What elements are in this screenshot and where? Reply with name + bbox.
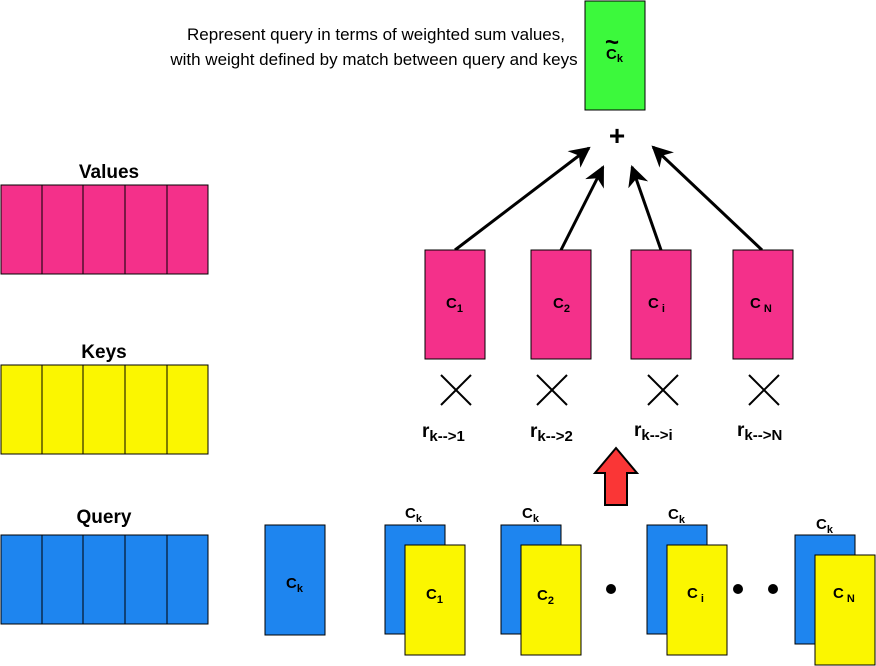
arrow-2 — [559, 165, 605, 251]
ellipsis-dot — [733, 584, 743, 594]
values-row — [0, 184, 209, 275]
values-label: Values — [79, 162, 139, 183]
pair-query-label: Ck — [668, 506, 686, 526]
pair-key-label: C1 — [426, 586, 443, 606]
ellipsis-dot — [606, 584, 616, 594]
pair-query-label: Ck — [405, 505, 423, 525]
caption-line-1: Represent query in terms of weighted sum… — [187, 25, 565, 44]
multiply-icon — [536, 374, 568, 406]
weighted-box-1: C1 — [424, 249, 486, 360]
query-box-label: Ck — [286, 575, 304, 595]
multiply-icon — [440, 374, 472, 406]
result-label: Ck — [606, 46, 624, 65]
multiply-icons — [440, 374, 780, 406]
multiply-icon — [748, 374, 780, 406]
query-key-pair-1: Ck C1 — [384, 505, 466, 656]
pair-query-label: Ck — [522, 505, 540, 525]
query-label: Query — [77, 507, 132, 528]
plus-sign: + — [609, 120, 625, 151]
weight-label-n: rk-->N — [737, 420, 782, 444]
ellipsis-dot — [768, 584, 778, 594]
weight-label-1: rk-->1 — [422, 421, 465, 445]
caption-line-2: with weight defined by match between que… — [169, 50, 577, 69]
result-tilde: ~ — [605, 29, 619, 56]
keys-label: Keys — [81, 342, 126, 363]
query-box: Ck — [264, 524, 326, 636]
result-box: ~ Ck — [584, 0, 646, 111]
weight-label-2: rk-->2 — [530, 421, 573, 445]
weight-label-i: rk-->i — [634, 420, 673, 444]
up-arrow-icon — [592, 446, 640, 506]
weighted-box-2: C2 — [530, 249, 592, 360]
sum-arrows — [454, 145, 764, 252]
query-row — [0, 534, 209, 625]
multiply-icon — [647, 374, 679, 406]
keys-row — [0, 364, 209, 455]
weighted-box-label: C1 — [446, 295, 463, 315]
pair-query-label: Ck — [816, 516, 834, 536]
weighted-box-label: C2 — [553, 295, 570, 315]
arrow-1 — [454, 146, 591, 252]
query-key-pair-2: Ck C2 — [500, 505, 582, 656]
pair-key-label: C2 — [537, 587, 554, 607]
arrow-3 — [628, 165, 663, 251]
arrow-4 — [651, 145, 764, 252]
